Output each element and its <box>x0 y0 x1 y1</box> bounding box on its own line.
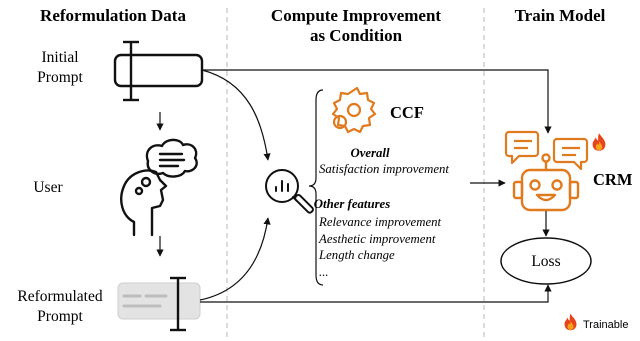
other-item-ellipsis: ... <box>319 265 329 279</box>
header-compute-improvement: Compute Improvement <box>271 6 441 25</box>
overall-item: Satisfaction improvement <box>319 162 449 176</box>
loss-node <box>500 237 592 285</box>
other-features-title: Other features <box>314 197 390 211</box>
feature-brace <box>308 89 324 286</box>
head-thought-icon <box>120 138 198 237</box>
robot-icon <box>512 153 580 212</box>
ccf-label: CCF <box>390 103 424 122</box>
arrow-reformulated-to-loss <box>200 284 552 303</box>
header-reformulation-data: Reformulation Data <box>40 6 186 25</box>
arrow-reformulated-to-magnifier <box>199 217 271 301</box>
legend-trainable: Trainable <box>583 319 628 331</box>
text-cursor-icon <box>113 40 204 102</box>
fire-icon <box>592 133 606 151</box>
label-reformulated: Reformulated <box>17 288 102 305</box>
header-as-condition: as Condition <box>310 26 403 45</box>
chat-bubble-icon <box>504 130 589 171</box>
gear-icon <box>331 86 377 134</box>
fire-icon <box>564 313 577 331</box>
label-initial-prompt: Prompt <box>37 69 83 86</box>
label-initial: Initial <box>41 49 78 66</box>
other-item-length: Length change <box>318 248 395 262</box>
crm-label: CRM <box>593 170 633 189</box>
header-train-model: Train Model <box>515 6 606 25</box>
arrow-initial-to-magnifier <box>201 69 271 161</box>
magnifier-chart-icon <box>265 169 314 214</box>
other-item-relevance: Relevance improvement <box>318 215 442 229</box>
other-item-aesthetic: Aesthetic improvement <box>318 232 436 246</box>
loss-label: Loss <box>531 253 560 270</box>
label-user: User <box>33 179 63 196</box>
overall-title: Overall <box>350 146 390 160</box>
reformulated-prompt-icon <box>117 276 201 332</box>
label-reformulated-prompt: Prompt <box>37 308 83 325</box>
arrow-initial-to-crm <box>202 69 552 134</box>
